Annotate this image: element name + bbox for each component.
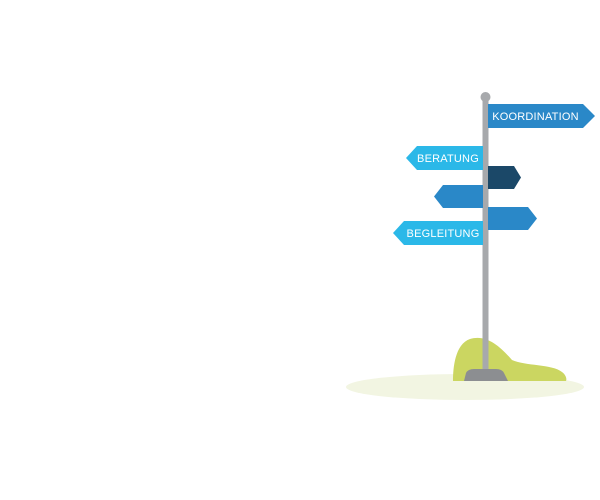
sign-begleitung: BEGLEITUNG [393, 221, 483, 245]
pole-base [464, 369, 508, 381]
sign-blank-right [488, 207, 537, 230]
sign-blank-left [434, 185, 483, 208]
sign-blank-dark [488, 166, 521, 189]
sign-beratung: BERATUNG [406, 146, 483, 170]
sign-beratung-label: BERATUNG [417, 153, 479, 165]
sign-begleitung-board [393, 221, 483, 245]
sign-koordination-label: KOORDINATION [492, 111, 579, 123]
sign-koordination-board [488, 104, 595, 128]
sign-koordination: KOORDINATION [488, 104, 595, 128]
signpost-pole [482, 98, 489, 376]
sign-beratung-board [406, 146, 483, 170]
sign-begleitung-label: BEGLEITUNG [407, 228, 480, 240]
pole-cap [480, 92, 491, 102]
